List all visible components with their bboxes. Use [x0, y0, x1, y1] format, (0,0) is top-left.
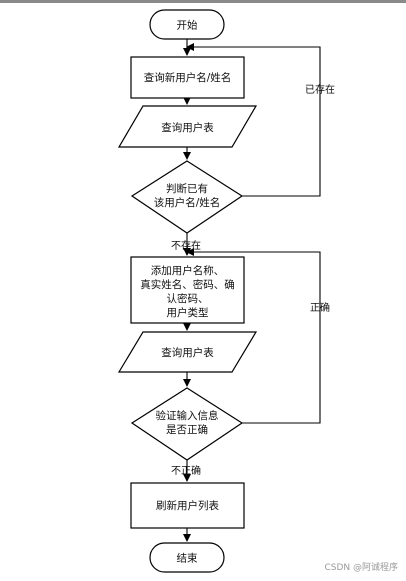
node-start: 开始 [149, 9, 225, 40]
add-info-line-4: 用户类型 [167, 306, 209, 319]
edge-exists-loop [186, 43, 321, 197]
top-border [0, 0, 406, 3]
node-decision-valid: 验证输入信息 是否正确 [130, 387, 244, 461]
edges [183, 39, 321, 542]
node-add-info: 添加用户名称、 真实姓名、密码、确 认密码、 用户类型 [130, 256, 245, 324]
decision-valid-line-1: 验证输入信息 [156, 409, 219, 422]
node-refresh-text: 刷新用户列表 [156, 499, 219, 512]
watermark: CSDN @阿诚程序 [324, 561, 398, 573]
edge-label-exists: 已存在 [305, 83, 335, 96]
node-refresh: 刷新用户列表 [130, 482, 245, 529]
add-info-line-2: 真实姓名、密码、确 [140, 278, 235, 291]
edge-label-not-exists: 不存在 [171, 239, 201, 252]
node-query-table-1: 查询用户表 [117, 105, 258, 148]
node-query-table-1-text: 查询用户表 [161, 121, 214, 134]
node-start-text: 开始 [177, 19, 198, 32]
add-info-line-1: 添加用户名称、 [151, 264, 225, 277]
add-info-line-3: 认密码、 [167, 292, 209, 305]
decision-exists-line-2: 该用户名/姓名 [154, 196, 221, 209]
node-query-new-text: 查询新用户名/姓名 [144, 71, 232, 84]
edge-label-correct: 正确 [310, 301, 330, 314]
node-end: 结束 [149, 542, 225, 573]
node-decision-exists: 判断已有 该用户名/姓名 [130, 160, 244, 234]
node-query-table-2: 查询用户表 [117, 331, 258, 373]
decision-valid-line-2: 是否正确 [166, 423, 208, 436]
edge-correct-loop [186, 248, 321, 424]
node-end-text: 结束 [177, 552, 198, 565]
node-query-new: 查询新用户名/姓名 [130, 56, 245, 99]
decision-exists-line-1: 判断已有 [166, 182, 208, 195]
node-query-table-2-text: 查询用户表 [161, 346, 214, 359]
edge-label-incorrect: 不正确 [171, 464, 201, 477]
